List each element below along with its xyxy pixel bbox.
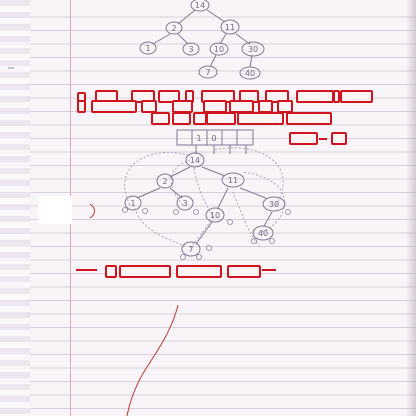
top-tree-node-shapes <box>139 0 265 80</box>
tree-label-30: 30 <box>248 45 258 54</box>
tree-node-40 <box>239 66 261 80</box>
threaded-node-3 <box>176 195 194 211</box>
array-outline <box>176 129 254 146</box>
threaded-label-14: 14 <box>190 156 200 165</box>
tree-label-10: 10 <box>214 45 224 54</box>
tree-node-11 <box>220 19 240 35</box>
highlight-word <box>331 132 347 145</box>
threaded-label-30: 30 <box>269 200 279 209</box>
threaded-label-3: 3 <box>182 199 187 208</box>
threaded-tree-edges <box>136 145 273 245</box>
tree-label-1: 1 <box>145 44 150 53</box>
highlight-word <box>151 112 170 125</box>
threaded-node-10 <box>205 207 225 223</box>
tree-label-14: 14 <box>195 1 205 10</box>
threaded-tree-labels: 14 2 11 1 3 10 30 7 40 <box>130 156 279 254</box>
threaded-node-11 <box>221 172 245 188</box>
node-array-boxes <box>176 129 254 146</box>
highlight-word <box>193 112 207 125</box>
highlight-word <box>286 112 332 125</box>
highlight-word <box>105 265 117 278</box>
tree-label-40: 40 <box>245 69 255 78</box>
highlight-word <box>141 100 157 113</box>
red-pen-bracket <box>89 203 95 219</box>
threaded-node-1 <box>124 195 142 211</box>
highlight-dash <box>319 138 327 140</box>
tree-node-30 <box>241 41 265 57</box>
red-pen-stroke <box>126 304 179 416</box>
tree-label-7: 7 <box>205 68 210 77</box>
threaded-label-1: 1 <box>130 199 135 208</box>
threaded-label-2: 2 <box>162 177 167 186</box>
tree-label-2: 2 <box>171 24 176 33</box>
array-cell-3: 0 <box>211 134 216 143</box>
threaded-node-14 <box>185 152 205 168</box>
paper-sticker <box>38 196 72 224</box>
highlight-word <box>77 100 86 113</box>
tree-node-3 <box>182 42 200 56</box>
highlight-word <box>158 90 180 103</box>
threaded-label-10: 10 <box>210 211 220 220</box>
highlight-word <box>176 265 222 278</box>
highlight-word <box>333 90 340 103</box>
highlight-word <box>296 90 334 103</box>
tree-node-10 <box>209 42 229 56</box>
threaded-label-11: 11 <box>228 176 238 185</box>
array-cell-2: 1 <box>196 134 201 143</box>
highlight-word <box>227 265 261 278</box>
highlight-word <box>277 100 293 113</box>
highlight-word <box>206 112 236 125</box>
tree-node-1 <box>139 41 157 55</box>
highlight-word <box>289 132 318 145</box>
tree-label-3: 3 <box>188 45 193 54</box>
tree-node-2 <box>165 21 183 35</box>
tree-node-14 <box>190 0 210 12</box>
binder-edge <box>0 0 30 416</box>
scan-shadow <box>406 0 416 416</box>
threaded-node-7 <box>181 241 201 257</box>
highlight-word <box>172 112 191 125</box>
top-tree-edges <box>152 9 253 68</box>
threaded-node-30 <box>262 196 286 212</box>
highlight-word <box>91 100 137 113</box>
threaded-tree-node-shapes <box>124 152 286 257</box>
threaded-node-40 <box>252 225 274 241</box>
array-cell-labels: 1 0 <box>196 134 216 143</box>
top-tree-labels: 14 2 11 1 3 10 30 7 40 <box>145 1 258 78</box>
tree-label-11: 11 <box>225 23 235 32</box>
tree-node-7 <box>198 65 218 79</box>
highlight-dash <box>76 269 97 271</box>
highlight-word <box>340 90 373 103</box>
highlight-word <box>237 112 284 125</box>
threaded-label-40: 40 <box>258 229 268 238</box>
threaded-label-7: 7 <box>188 245 193 254</box>
threaded-node-2 <box>156 173 174 189</box>
null-link-circles <box>122 207 291 260</box>
highlight-dash <box>262 269 276 271</box>
highlight-word <box>119 265 171 278</box>
